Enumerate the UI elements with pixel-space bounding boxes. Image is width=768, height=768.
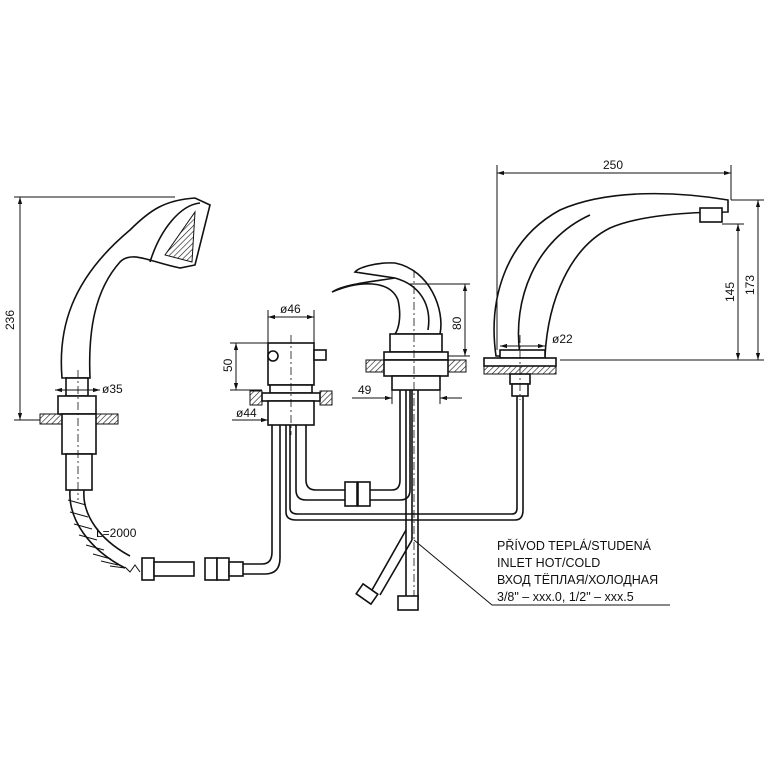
note-line-ru: ВХОД ТЁПЛАЯ/ХОЛОДНАЯ (497, 573, 658, 587)
note-line-en: INLET HOT/COLD (497, 556, 600, 570)
dim-o35: ø35 (102, 382, 123, 396)
hand-shower: L=2000 236 ø35 (3, 196, 281, 581)
basin-mixer: 80 49 (331, 262, 470, 611)
dim-49: 49 (358, 383, 372, 397)
hose-length-label: L=2000 (96, 526, 137, 540)
dim-o46: ø46 (280, 302, 301, 316)
dim-80: 80 (450, 316, 464, 330)
dim-145: 145 (723, 282, 737, 302)
diverter: ø46 50 ø44 (221, 302, 524, 521)
inlet-note: PŘÍVOD TEPLÁ/STUDENÁ INLET HOT/COLD ВХОД… (413, 538, 670, 606)
dim-o44: ø44 (236, 406, 257, 420)
note-line-sizes: 3/8" – xxx.0, 1/2" – xxx.5 (497, 590, 634, 604)
dim-236: 236 (3, 310, 17, 330)
dim-250: 250 (603, 158, 623, 172)
dim-173: 173 (743, 275, 757, 295)
bath-spout: 250 173 145 ø22 (483, 158, 764, 400)
dim-o22: ø22 (552, 332, 573, 346)
dim-50: 50 (221, 358, 235, 372)
note-line-cz: PŘÍVOD TEPLÁ/STUDENÁ (497, 538, 652, 553)
